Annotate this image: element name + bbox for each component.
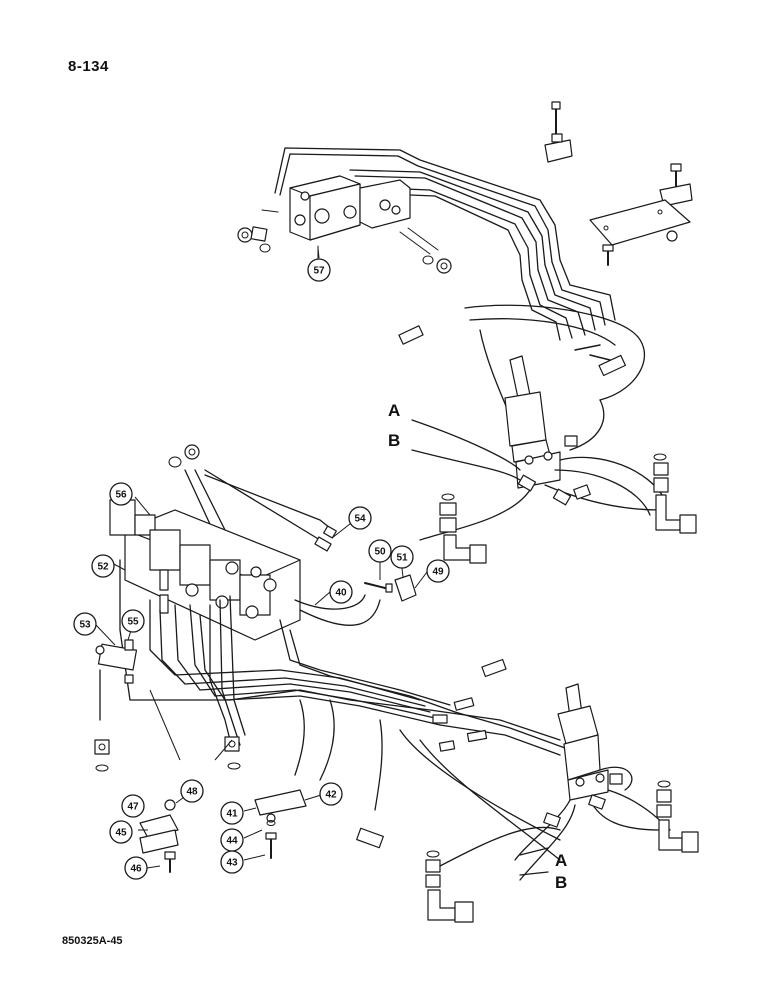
callout-41: 41 [220,801,244,825]
callout-number: 46 [130,864,142,875]
callout-circle [348,506,372,530]
middle-valve-assembly [109,444,417,641]
callout-circle [124,856,148,880]
lower-right-fittings [425,780,699,923]
callout-56: 56 [109,482,133,506]
callout-circle [368,539,392,563]
hose-label-a-upper: A [388,401,400,420]
callout-circle [220,801,244,825]
callout-circle [91,554,115,578]
figure-code: 850325A-45 [62,935,123,947]
callout-45: 45 [109,820,133,844]
hose-label-b-lower: B [555,873,567,892]
callout-number: 51 [396,553,408,564]
upper-right-fittings [439,453,697,564]
callout-number: 48 [186,787,198,798]
callout-number: 50 [374,547,386,558]
callout-number: 56 [115,490,127,501]
callout-circle [307,258,331,282]
callout-number: 42 [325,790,337,801]
callout-circle [109,482,133,506]
callout-circle [121,794,145,818]
callout-47: 47 [121,794,145,818]
callout-circle [220,850,244,874]
callout-group: 57 56 54 50 51 49 52 40 53 55 47 48 45 46 41 42 44 43 [73,258,450,880]
callout-number: 44 [226,836,238,847]
callout-53: 53 [73,612,97,636]
clamp-parts-middle [254,789,307,859]
callout-40: 40 [329,580,353,604]
callout-55: 55 [121,609,145,633]
lower-tube-bundle [94,559,566,861]
callout-48: 48 [180,779,204,803]
callout-number: 40 [335,588,347,599]
callout-number: 52 [97,562,109,573]
callout-50: 50 [368,539,392,563]
callout-circle [121,609,145,633]
callout-number: 47 [127,802,139,813]
callout-46: 46 [124,856,148,880]
callout-number: 53 [79,620,91,631]
callout-circle [319,782,343,806]
callout-number: 43 [226,858,238,869]
hose-label-a-lower: A [555,851,567,870]
callout-number: 55 [127,617,139,628]
callout-circle [109,820,133,844]
page-number: 8-134 [68,58,109,75]
callout-49: 49 [426,559,450,583]
callout-circle [426,559,450,583]
callout-54: 54 [348,506,372,530]
callout-number: 49 [432,567,444,578]
callout-circle [73,612,97,636]
hose-label-b-upper: B [388,431,400,450]
callout-circle [180,779,204,803]
lower-joystick-control [356,683,671,881]
callout-51: 51 [390,545,414,569]
callout-circle [390,545,414,569]
upper-joystick-control [411,355,666,541]
callout-number: 41 [226,809,238,820]
callout-number: 54 [354,514,366,525]
upper-valve-assembly [237,101,693,471]
callout-43: 43 [220,850,244,874]
callout-number: 45 [115,828,127,839]
callout-number: 57 [313,266,325,277]
callout-52: 52 [91,554,115,578]
callout-57: 57 [307,258,331,282]
callout-42: 42 [319,782,343,806]
clamp-parts-left [139,799,179,873]
callout-44: 44 [220,828,244,852]
callout-circle [329,580,353,604]
